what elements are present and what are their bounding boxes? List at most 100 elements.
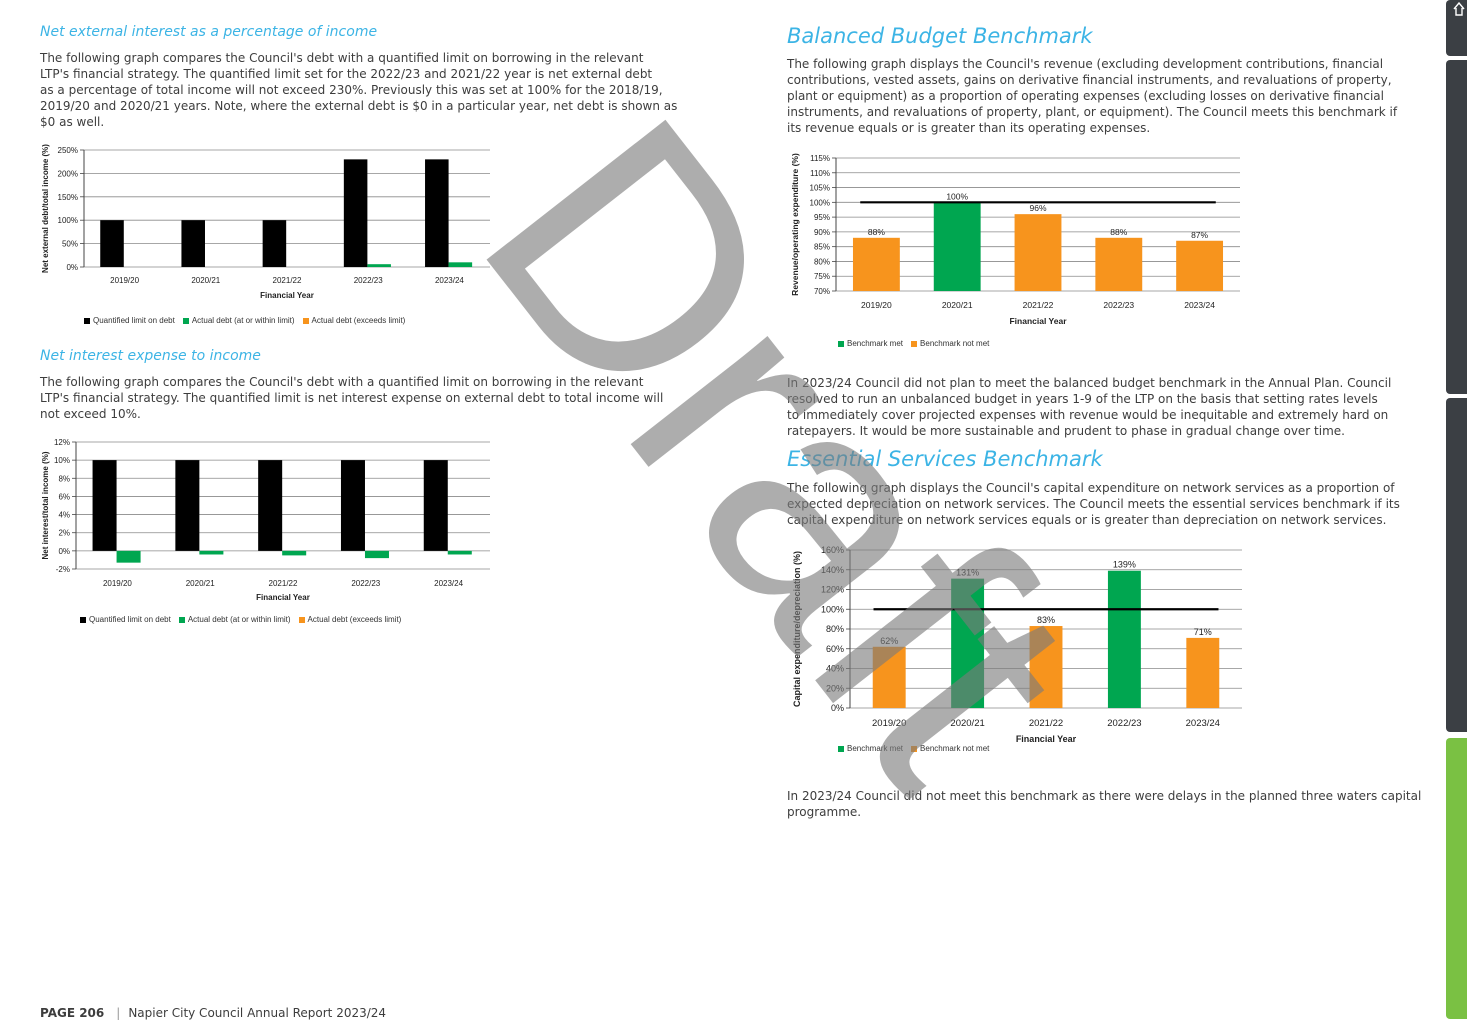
legend-swatch — [911, 340, 918, 347]
bar — [425, 159, 449, 267]
y-tick-label: 2% — [58, 529, 70, 538]
legend-label: Benchmark met — [847, 339, 904, 348]
y-axis-label: Net interest/total income (%) — [41, 451, 50, 559]
legend-swatch — [838, 745, 844, 752]
bar — [175, 460, 200, 551]
net-interest-expense-description: The following graph compares the Council… — [40, 375, 664, 421]
legend-swatch — [178, 616, 185, 623]
legend-item-not-met: Benchmark not met — [911, 744, 989, 753]
y-tick-label: 80% — [826, 624, 844, 634]
legend-swatch — [182, 317, 189, 324]
x-tick-label: 2023/24 — [435, 276, 464, 285]
bar — [933, 202, 981, 291]
net-external-interest-description: The following graph compares the Council… — [40, 51, 678, 129]
y-tick-label: 160% — [821, 545, 844, 555]
y-tick-label: 100% — [821, 604, 844, 614]
y-tick-label: 60% — [826, 644, 844, 654]
x-tick-label: 2022/23 — [1103, 300, 1134, 310]
y-tick-label: 8% — [58, 474, 70, 483]
essential-services-commentary: In 2023/24 Council did not meet this ben… — [787, 789, 1422, 819]
y-tick-label: 115% — [810, 154, 830, 163]
side-tab-section-1[interactable] — [1446, 60, 1467, 394]
x-tick-label: 2020/21 — [942, 300, 973, 310]
x-tick-label: 2019/20 — [872, 718, 906, 729]
legend-item-limit: Quantified limit on debt — [80, 615, 171, 624]
legend-swatch — [298, 616, 305, 623]
y-tick-label: 12% — [54, 438, 70, 447]
section-title-balanced-budget: Balanced Budget Benchmark — [787, 24, 1093, 48]
bar — [367, 264, 391, 267]
bar — [340, 460, 365, 551]
x-tick-label: 2020/21 — [191, 276, 220, 285]
y-tick-label: 105% — [810, 184, 830, 193]
side-tab-home[interactable] — [1446, 0, 1467, 56]
y-tick-label: 0% — [58, 547, 70, 556]
legend-swatch — [84, 317, 90, 324]
data-label: 131% — [956, 568, 979, 578]
legend-swatch — [302, 317, 309, 324]
y-tick-label: 50% — [62, 240, 78, 249]
x-tick-label: 2021/22 — [1023, 300, 1054, 310]
y-tick-label: 100% — [810, 198, 830, 207]
legend-label: Actual debt (at or within limit) — [191, 316, 295, 325]
y-tick-label: -2% — [56, 565, 70, 574]
legend-swatch — [838, 340, 844, 347]
bar — [872, 646, 906, 708]
bar — [258, 460, 283, 551]
x-tick-label: 2021/22 — [269, 579, 298, 588]
legend-label: Benchmark not met — [920, 744, 990, 753]
y-tick-label: 20% — [826, 683, 844, 693]
x-tick-label: 2022/23 — [354, 276, 383, 285]
legend-swatch — [80, 616, 86, 623]
x-tick-label: 2020/21 — [950, 718, 984, 729]
y-tick-label: 0% — [831, 703, 844, 713]
legend-item-exceeds: Actual debt (exceeds limit) — [302, 316, 406, 325]
data-label: 83% — [1037, 615, 1055, 625]
x-tick-label: 2019/20 — [110, 276, 139, 285]
y-tick-label: 40% — [826, 664, 844, 674]
bar — [1029, 626, 1063, 708]
side-tab-section-3[interactable] — [1446, 738, 1467, 1019]
net-external-debt-legend: Quantified limit on debt Actual debt (at… — [84, 316, 405, 325]
x-tick-label: 2023/24 — [1186, 718, 1220, 729]
bar — [262, 220, 287, 267]
x-tick-label: 2022/23 — [1107, 718, 1141, 729]
x-tick-label: 2022/23 — [351, 579, 380, 588]
balanced-budget-commentary: In 2023/24 Council did not plan to meet … — [787, 376, 1392, 438]
net-interest-legend: Quantified limit on debt Actual debt (at… — [80, 615, 401, 624]
y-tick-label: 4% — [58, 511, 70, 520]
legend-label: Actual debt (exceeds limit) — [311, 316, 406, 325]
legend-item-met: Benchmark met — [838, 339, 903, 348]
legend-item-met: Benchmark met — [838, 744, 903, 753]
legend-item-limit: Quantified limit on debt — [84, 316, 175, 325]
bar — [423, 460, 448, 551]
y-tick-label: 90% — [814, 228, 830, 237]
page-number: PAGE 206 — [40, 1006, 105, 1020]
bar — [1014, 214, 1062, 291]
balanced-budget-chart: 70%75%80%85%90%95%100%105%110%115%2019/2… — [790, 153, 1240, 326]
bar — [92, 460, 117, 551]
legend-label: Quantified limit on debt — [93, 316, 175, 325]
side-tab-section-2[interactable] — [1446, 398, 1467, 732]
y-tick-label: 100% — [58, 216, 78, 225]
y-tick-label: 110% — [810, 169, 830, 178]
y-axis-label: Revenue/operating expenditure (%) — [790, 153, 800, 296]
bar — [181, 220, 205, 267]
y-tick-label: 150% — [58, 193, 78, 202]
y-tick-label: 80% — [814, 257, 830, 266]
y-tick-label: 140% — [821, 565, 844, 575]
bar — [1095, 237, 1143, 291]
y-tick-label: 85% — [814, 243, 830, 252]
section-title-net-external-interest: Net external interest as a percentage of… — [40, 24, 378, 40]
bar — [199, 550, 224, 555]
data-label: 139% — [1113, 560, 1136, 570]
legend-label: Benchmark met — [847, 744, 904, 753]
page-footer: PAGE 206|Napier City Council Annual Repo… — [40, 1006, 386, 1020]
data-label: 96% — [1029, 203, 1046, 213]
x-axis-label: Financial Year — [1016, 734, 1077, 744]
balanced-budget-legend: Benchmark met Benchmark not met — [838, 339, 989, 348]
y-tick-label: 0% — [66, 263, 78, 272]
bar — [447, 550, 472, 555]
